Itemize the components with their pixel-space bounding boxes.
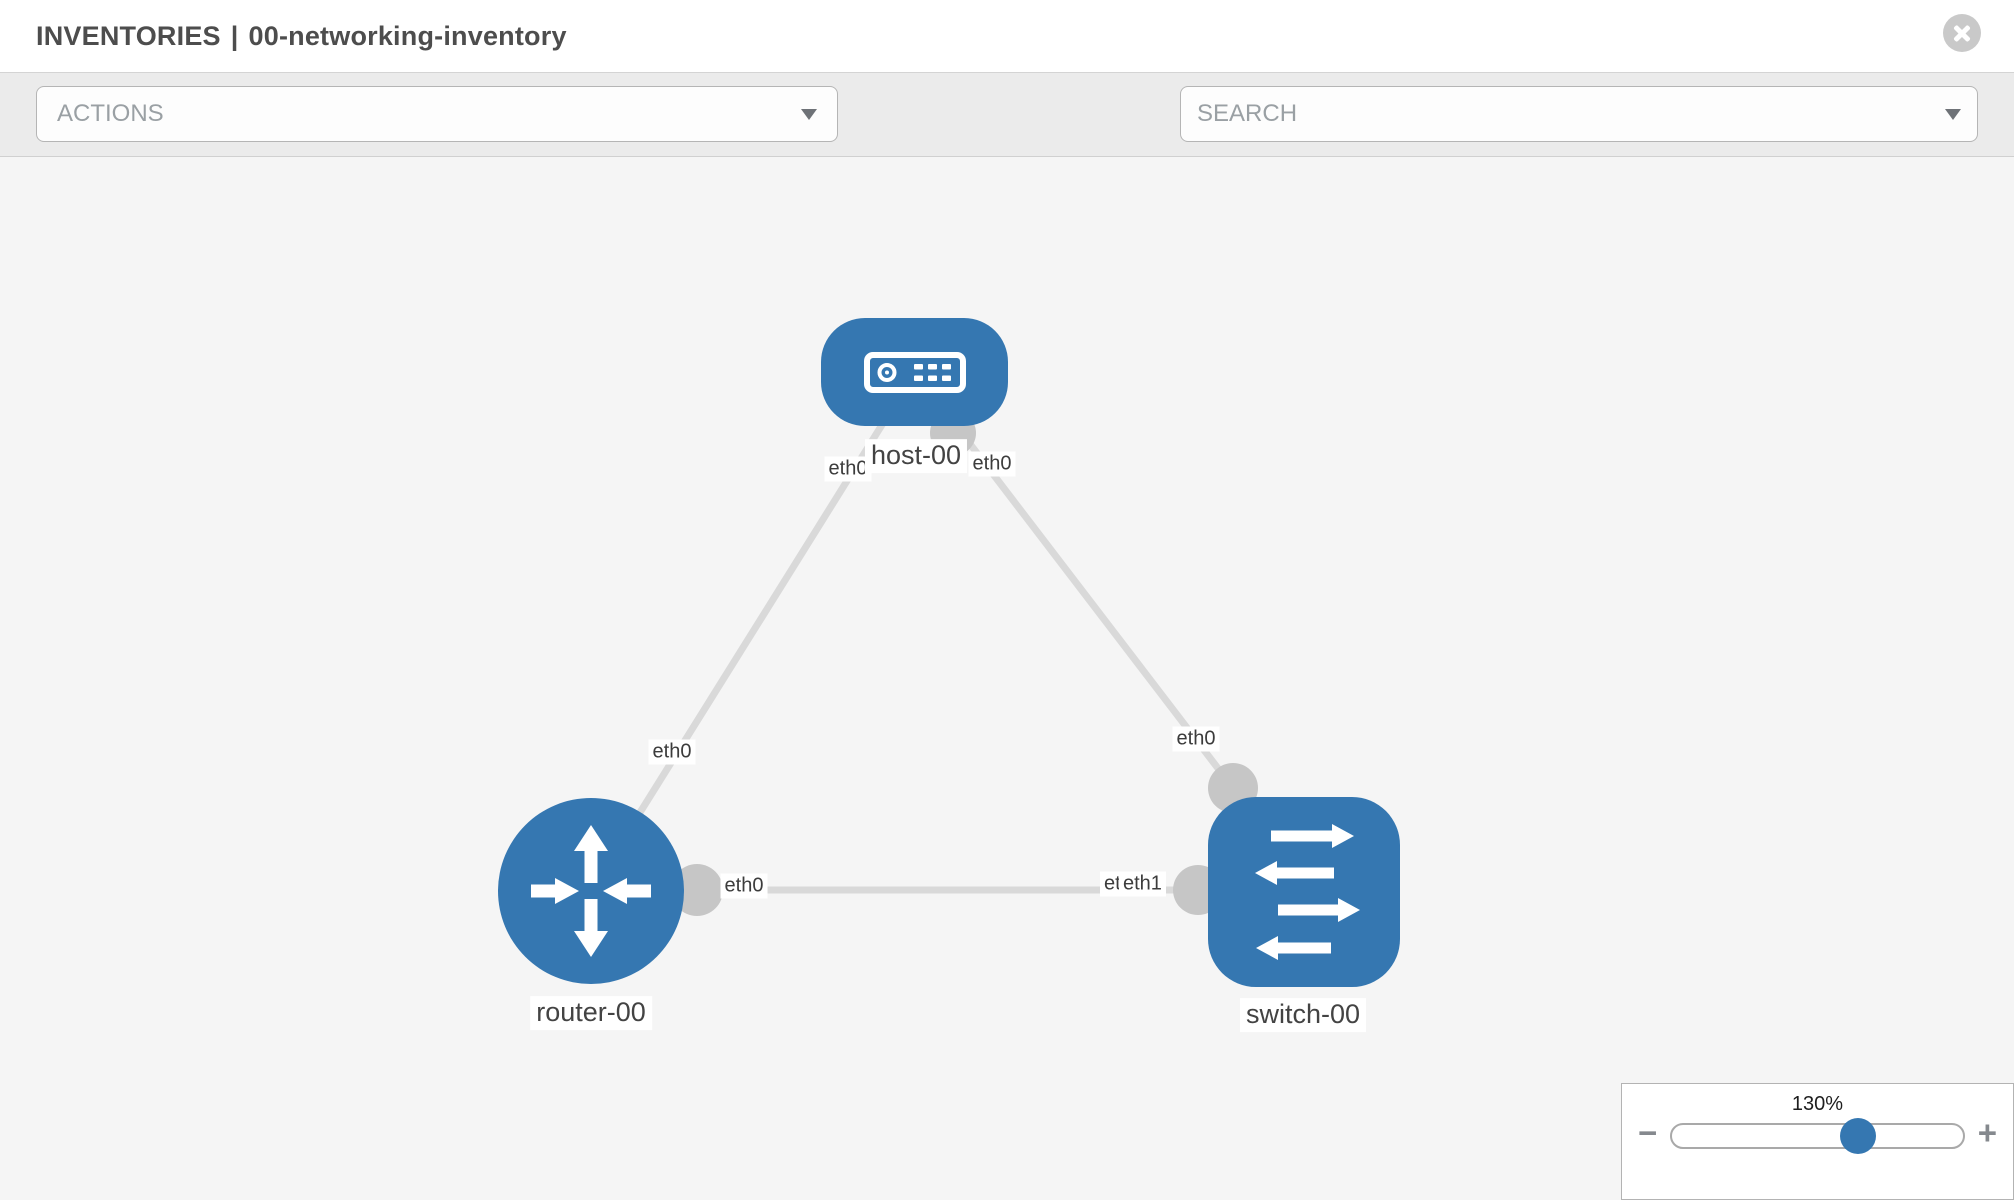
switch-arrows-icon — [1255, 824, 1360, 960]
zoom-slider-thumb[interactable] — [1840, 1117, 1877, 1154]
interface-label-link2-switch-eth0: eth0 — [1172, 726, 1220, 752]
interface-label-link3-switch-eth1: eth1 — [1119, 871, 1166, 897]
router-arrows-icon — [531, 825, 651, 957]
page-title: INVENTORIES | 00-networking-inventory — [36, 21, 567, 52]
close-icon[interactable] — [1943, 14, 1981, 52]
node-router-00[interactable] — [498, 798, 684, 984]
interface-label-host-eth0-right: eth0 — [968, 451, 1016, 477]
zoom-control-panel: 130% − + — [1621, 1083, 2014, 1200]
zoom-slider[interactable] — [1670, 1117, 1965, 1154]
topology-toolbar: ACTIONS — [0, 72, 2014, 202]
zoom-in-button[interactable]: + — [1977, 1114, 1997, 1151]
node-label-host-00[interactable]: host-00 — [864, 439, 968, 473]
node-label-router-00[interactable]: router-00 — [530, 996, 652, 1030]
breadcrumb-section: INVENTORIES — [36, 20, 221, 51]
server-icon — [864, 352, 966, 393]
caret-down-icon — [1945, 108, 1961, 120]
inventory-name: 00-networking-inventory — [248, 20, 567, 51]
topology-canvas[interactable]: host-00 router-00 switch-00 eth0 eth0 et… — [0, 157, 2014, 1200]
interface-dot-router-eth0 — [671, 864, 723, 916]
interface-label-host-eth0-left: eth0 — [824, 456, 872, 482]
actions-dropdown-label: ACTIONS — [57, 100, 164, 127]
node-label-switch-00[interactable]: switch-00 — [1239, 998, 1367, 1032]
caret-down-icon — [801, 108, 817, 120]
node-host-00[interactable] — [821, 318, 1008, 426]
zoom-out-button[interactable]: − — [1638, 1114, 1658, 1151]
interface-label-link3-router-eth0: eth0 — [720, 873, 768, 899]
window-header: INVENTORIES | 00-networking-inventory — [0, 0, 2014, 72]
node-switch-00[interactable] — [1208, 797, 1400, 987]
breadcrumb-separator: | — [230, 20, 239, 51]
zoom-level-value: 130% — [1791, 1093, 1844, 1115]
actions-dropdown[interactable]: ACTIONS — [36, 86, 838, 142]
search-input[interactable] — [1197, 100, 1945, 128]
interface-label-link1-router-eth0: eth0 — [648, 739, 696, 765]
search-dropdown[interactable] — [1180, 86, 1978, 142]
